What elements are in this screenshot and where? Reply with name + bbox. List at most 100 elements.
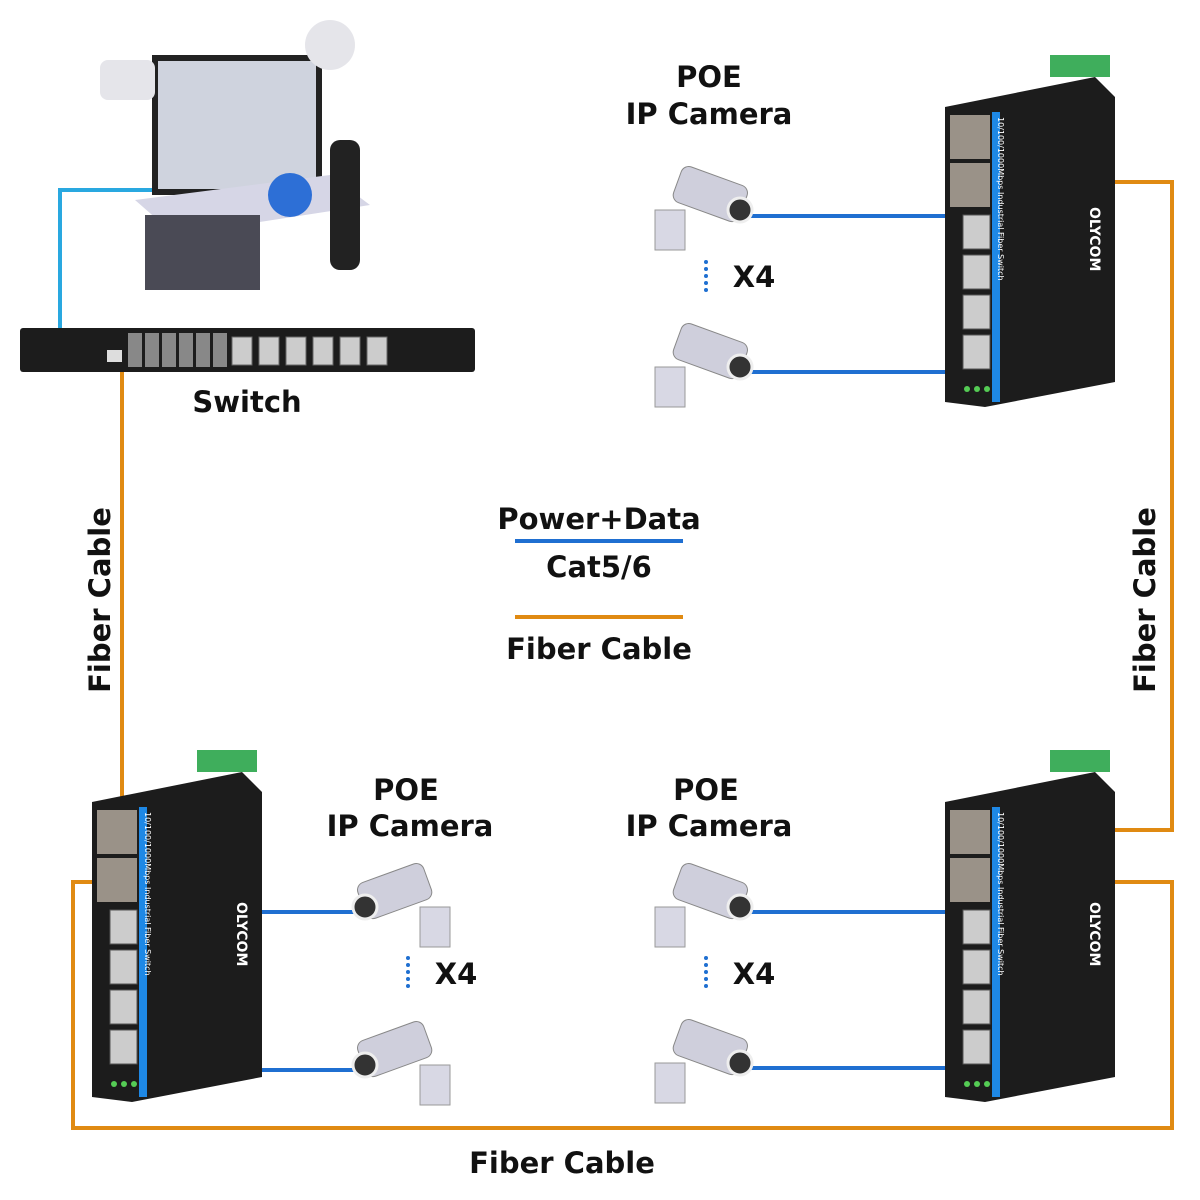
sfp-port [213, 333, 227, 367]
switch-stripe [139, 807, 147, 1097]
ellipsis-dot [704, 977, 708, 981]
camera-bracket [654, 1062, 686, 1104]
operator [268, 173, 312, 217]
rj45-port [258, 336, 280, 366]
switch-model-text: 10/100/1000Mbps Industrial Fiber Switch [143, 812, 152, 976]
sfp-port [950, 810, 990, 854]
ellipsis-dot [406, 963, 410, 967]
camera-count-bottom-left: X4 [434, 957, 478, 991]
status-led [984, 1081, 990, 1087]
camera-count-bottom-right: X4 [732, 957, 776, 991]
poe-label-bottom-left: POE [373, 773, 439, 807]
switch-model-text: 10/100/1000Mbps Industrial Fiber Switch [996, 812, 1005, 976]
rj45-port [366, 336, 388, 366]
switch-model-text: 10/100/1000Mbps Industrial Fiber Switch [996, 117, 1005, 281]
ip-camera-label-bottom-right: IP Camera [625, 809, 793, 843]
camera-bracket [654, 366, 686, 408]
fiber-cable-label-bottom: Fiber Cable [469, 1146, 655, 1180]
rj45-port [962, 909, 991, 945]
poe-label-bottom-right: POE [673, 773, 739, 807]
brand-logo: OLYCOM [1086, 902, 1102, 966]
status-led [131, 1081, 137, 1087]
ellipsis-dot [406, 970, 410, 974]
rj45-port [109, 949, 138, 985]
rj45-port [285, 336, 307, 366]
sfp-port [950, 163, 990, 207]
rj45-port [962, 294, 991, 330]
rj45-port [962, 254, 991, 290]
camera-bracket [419, 1064, 451, 1106]
ellipsis-dot [704, 281, 708, 285]
poe-label-top: POE [676, 60, 742, 94]
rj45-port [962, 1029, 991, 1065]
brand-logo: OLYCOM [233, 902, 249, 966]
sfp-port [950, 858, 990, 902]
desk-cabinet [145, 215, 260, 290]
rj45-port [312, 336, 334, 366]
rj45-port [962, 949, 991, 985]
status-led [964, 1081, 970, 1087]
sfp-port [145, 333, 159, 367]
camera-lens [726, 1049, 754, 1077]
ellipsis-dot [406, 984, 410, 988]
status-led [984, 386, 990, 392]
camera-lens [726, 196, 754, 224]
monitoring-workstation [100, 20, 370, 290]
ip-camera-label-bottom-left: IP Camera [326, 809, 494, 843]
bullet-camera [100, 60, 155, 100]
status-led [121, 1081, 127, 1087]
supervisor [330, 140, 360, 270]
switch-stripe [992, 807, 1000, 1097]
camera-count-top: X4 [732, 260, 776, 294]
sfp-port [196, 333, 210, 367]
rj45-port [109, 909, 138, 945]
ellipsis-dot [406, 956, 410, 960]
status-led [974, 1081, 980, 1087]
power-terminal [1050, 750, 1110, 772]
rack-switch [20, 328, 475, 372]
camera-lens [726, 893, 754, 921]
sfp-port [950, 115, 990, 159]
rj45-port [109, 1029, 138, 1065]
ip-camera [351, 1020, 451, 1106]
camera-bracket [654, 209, 686, 251]
rj45-port [962, 214, 991, 250]
camera-lens [726, 353, 754, 381]
fiber-cable-label-right: Fiber Cable [1128, 507, 1162, 693]
sfp-port [162, 333, 176, 367]
status-led [964, 386, 970, 392]
ellipsis-dot [704, 267, 708, 271]
ellipsis-dot [704, 274, 708, 278]
ip-camera [351, 862, 451, 948]
sfp-port [128, 333, 142, 367]
rj45-port [109, 989, 138, 1025]
camera-bracket [654, 906, 686, 948]
switch-stripe [992, 112, 1000, 402]
switch-label: Switch [192, 385, 302, 419]
ip-camera-label-top: IP Camera [625, 97, 793, 131]
ellipsis-dot [704, 963, 708, 967]
legend-power-data: Power+Data [497, 502, 701, 536]
ellipsis-dot [406, 977, 410, 981]
ip-camera [654, 165, 754, 251]
power-terminal [197, 750, 257, 772]
video-wall-screen [158, 61, 316, 189]
legend-cat: Cat5/6 [546, 550, 652, 584]
ellipsis-dot [704, 956, 708, 960]
sfp-port [97, 858, 137, 902]
status-led [974, 386, 980, 392]
fiber-cable-bottom-ring [71, 880, 1174, 1130]
sfp-port [97, 810, 137, 854]
ellipsis-dot [704, 984, 708, 988]
camera-lens [351, 893, 379, 921]
legend-fiber: Fiber Cable [506, 632, 692, 666]
status-led [111, 1081, 117, 1087]
rj45-port [231, 336, 253, 366]
rj45-port [339, 336, 361, 366]
ellipsis-dot [704, 970, 708, 974]
power-terminal [1050, 55, 1110, 77]
ellipsis-dot [704, 260, 708, 264]
ip-camera [654, 322, 754, 408]
